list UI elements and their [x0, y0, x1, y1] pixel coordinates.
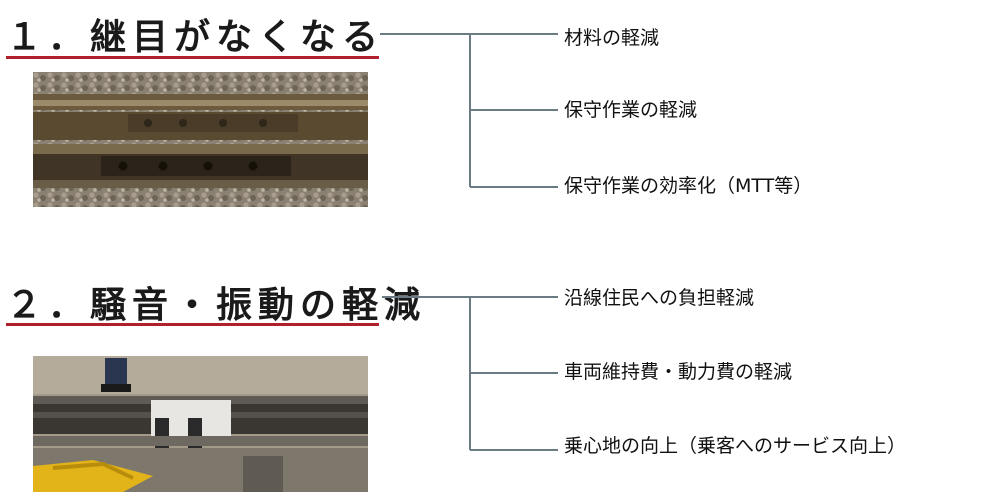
benefit-item: 材料の軽減: [564, 27, 660, 49]
benefit-item: 車両維持費・動力費の軽減: [564, 361, 793, 383]
section-2-heading-underline: [6, 323, 379, 326]
section-2-heading: ２．騒音・振動の軽減: [6, 285, 427, 326]
welded-rail-photo: [33, 356, 368, 492]
benefit-item: 保守作業の効率化（MTT等）: [564, 175, 813, 197]
rail-joint-photo: [33, 72, 368, 207]
benefit-item: 乗心地の向上（乗客へのサービス向上）: [564, 435, 907, 457]
section-1-heading-underline: [6, 56, 379, 59]
benefit-item: 沿線住民への負担軽減: [564, 287, 755, 309]
section-noise-vibration-reduction: ２．騒音・振動の軽減 沿線住民への負担軽減 車両維持費・動力費の軽減 乗心地の向…: [0, 252, 989, 497]
benefit-item: 保守作業の軽減: [564, 99, 698, 121]
section-joint-elimination: １．継目がなくなる 材料の軽減 保守作業の軽減 保守作業の効率化（MTT等）: [0, 0, 989, 215]
section-1-heading: １．継目がなくなる: [6, 17, 385, 58]
